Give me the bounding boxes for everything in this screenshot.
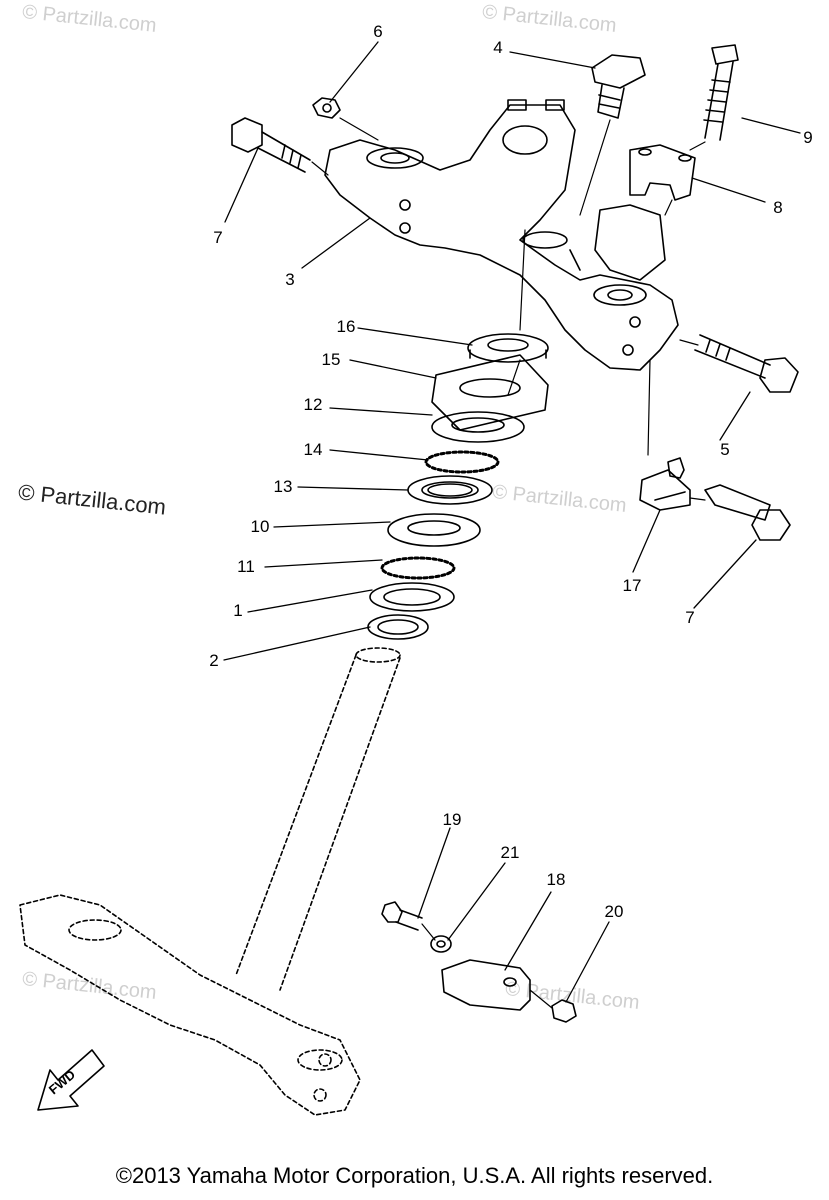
callout-18: 18: [546, 870, 566, 889]
race-12: [431, 411, 525, 443]
callout-7-upper: 7: [213, 228, 223, 247]
callout-2: 2: [209, 651, 219, 670]
copyright-notice: ©2013 Yamaha Motor Corporation, U.S.A. A…: [115, 1163, 714, 1188]
fwd-arrow-icon: [37, 1049, 105, 1111]
cable-guide-17: [639, 457, 691, 511]
callout-10: 10: [250, 517, 270, 536]
steering-stem: [19, 647, 401, 1116]
nut-6: [312, 97, 341, 119]
alignment-lines: [311, 117, 706, 1009]
callout-3: 3: [285, 270, 295, 289]
bolt-19: [381, 901, 423, 931]
callout-15: 15: [321, 350, 341, 369]
nut-20: [551, 999, 577, 1023]
bolt-7-left: [231, 117, 311, 173]
balls-11: [380, 556, 456, 580]
callout-17: 17: [622, 576, 642, 595]
callout-1: 1: [233, 601, 243, 620]
callout-9: 9: [803, 128, 813, 147]
callout-14: 14: [303, 440, 323, 459]
washer-21: [430, 935, 452, 953]
ring-nut-16: [467, 333, 549, 363]
callout-12: 12: [303, 395, 323, 414]
callout-13: 13: [273, 477, 293, 496]
clamp-18: [441, 959, 531, 1011]
callout-11: 11: [237, 557, 255, 576]
bolt-7-right: [704, 484, 791, 541]
washer-15: [431, 354, 549, 431]
callout-21: 21: [500, 843, 520, 862]
callout-4: 4: [493, 38, 503, 57]
upper-bracket: [324, 99, 679, 371]
callout-19: 19: [442, 810, 462, 829]
bolt-9: [703, 44, 739, 141]
race-10: [387, 513, 481, 547]
callout-20: 20: [604, 902, 624, 921]
callout-6: 6: [373, 22, 383, 41]
callout-5: 5: [720, 440, 730, 459]
race-13: [407, 475, 493, 505]
callout-16: 16: [336, 317, 356, 336]
callout-8: 8: [773, 198, 783, 217]
handlebar-holder: [629, 144, 696, 201]
bolt-5: [694, 334, 799, 393]
race-1: [369, 582, 455, 612]
balls-14: [424, 450, 500, 474]
callout-7-lower: 7: [685, 608, 695, 627]
bolt-4: [591, 54, 646, 119]
seal-2: [367, 614, 429, 640]
leader-lines: [223, 41, 801, 1003]
